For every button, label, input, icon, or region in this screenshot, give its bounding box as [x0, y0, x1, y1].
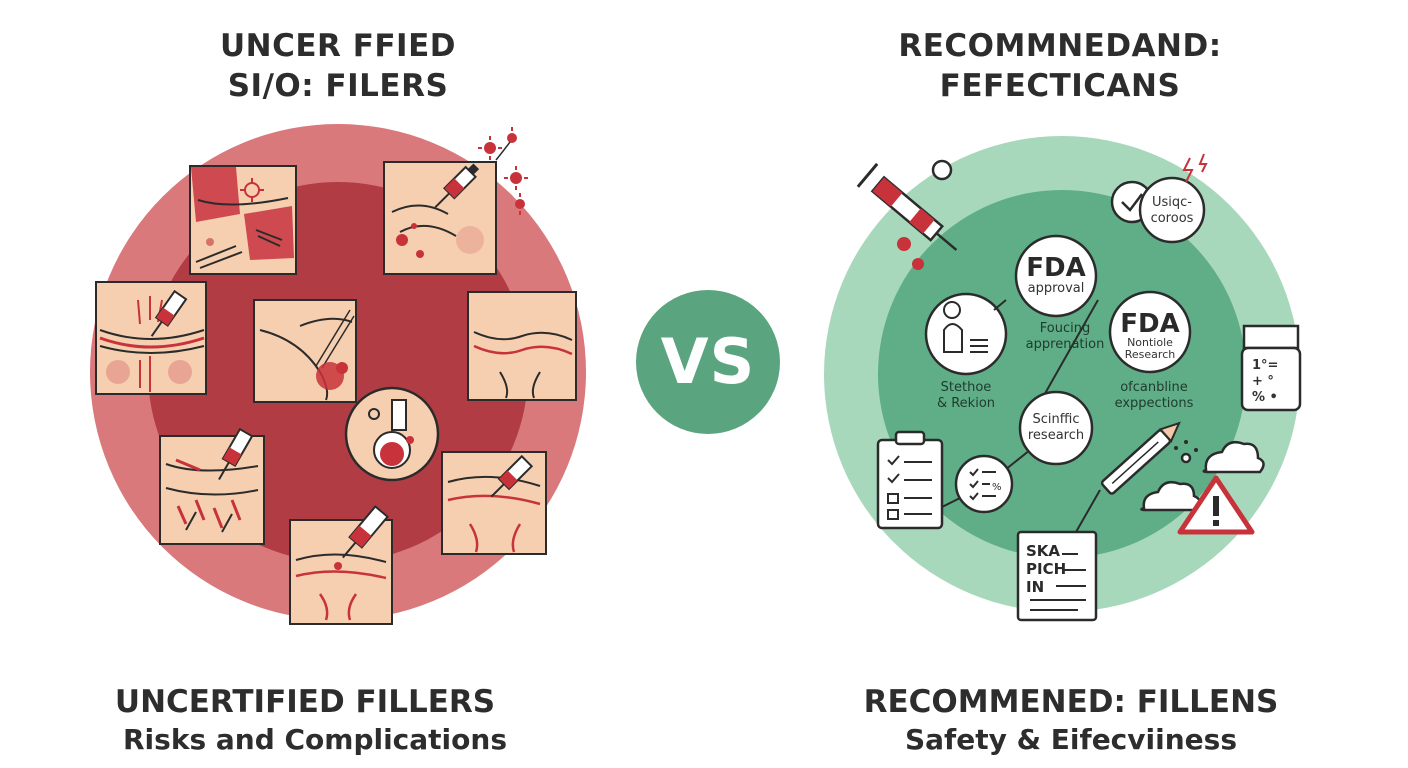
fda-top-bubble [1014, 234, 1098, 318]
skin-panel-top-right [383, 161, 497, 275]
jar-icon [1240, 324, 1302, 412]
usage-badge-line1: Usiqc- [1152, 195, 1192, 210]
bacteria-splats [478, 127, 528, 215]
skin-panel-bottom-center [289, 505, 393, 625]
flask-bubble [344, 386, 440, 482]
skin-panel-top-left [189, 165, 297, 275]
right-top-title-line1: RECOMMNEDAND: [898, 28, 1222, 64]
jar-line1: 1°= [1252, 358, 1279, 373]
usage-bubble [1110, 153, 1208, 244]
caption-center-line2: apprenation [1025, 337, 1105, 352]
research-bubble [1018, 390, 1094, 466]
doctor-bubble [924, 292, 1008, 376]
caption-right-line2: exppections [1114, 396, 1194, 411]
fda-top-title: FDA [1026, 253, 1086, 283]
left-bottom-title: UNCERTIFIED FILLERS [114, 684, 496, 720]
usage-badge-line2: coroos [1150, 211, 1194, 226]
jar-line3: % • [1252, 390, 1278, 405]
left-top-title-line2: SI/O: FILERS [227, 68, 449, 104]
skin-panel-middle-right [467, 291, 577, 401]
right-bottom-title: RECOMMENED: FILLENS [863, 684, 1279, 720]
right-bottom-subtitle: Safety & Eifecviiness [905, 723, 1237, 756]
checklist-bubble: % [954, 454, 1014, 514]
pen-icon [1100, 421, 1198, 495]
fda-top-sub: approval [1027, 281, 1085, 296]
caption-left-line1: Stethoe [940, 380, 992, 395]
fda-right-sub-line2: Research [1124, 348, 1176, 361]
left-top-title-line1: UNCER FFIED [219, 28, 456, 64]
fda-right-sub-line1: Nontiole [1127, 336, 1173, 349]
research-line2: research [1027, 428, 1085, 443]
caption-left-line2: & Rekion [936, 396, 996, 411]
document-line1: SKA [1026, 542, 1061, 560]
jar-line2: + ° [1252, 374, 1274, 389]
caption-center-line1: Foucing [1039, 321, 1091, 336]
cloud-icons [1140, 441, 1265, 512]
vs-badge [636, 290, 780, 434]
clipboard-icon [876, 430, 944, 530]
warning-icon [1177, 475, 1255, 535]
research-line1: Scinffic [1032, 412, 1080, 427]
document-icon [1016, 530, 1098, 622]
syringe-icon-green-side [856, 159, 958, 270]
skin-panel-middle-left [95, 281, 207, 395]
fda-right-title: FDA [1120, 309, 1180, 339]
skin-panel-bottom-right [441, 451, 547, 555]
right-top-title-line2: FEFECTICANS [939, 68, 1181, 104]
skin-panel-center [253, 299, 357, 403]
document-line3: IN [1026, 578, 1045, 596]
vs-label: VS [660, 325, 756, 398]
document-line2: PICH [1026, 560, 1067, 578]
skin-panel-bottom-left [159, 427, 265, 545]
caption-right-line1: ofcanbline [1120, 380, 1188, 395]
svg-text:%: % [992, 482, 1002, 493]
fda-right-bubble [1108, 290, 1192, 374]
left-bottom-subtitle: Risks and Complications [123, 723, 507, 756]
